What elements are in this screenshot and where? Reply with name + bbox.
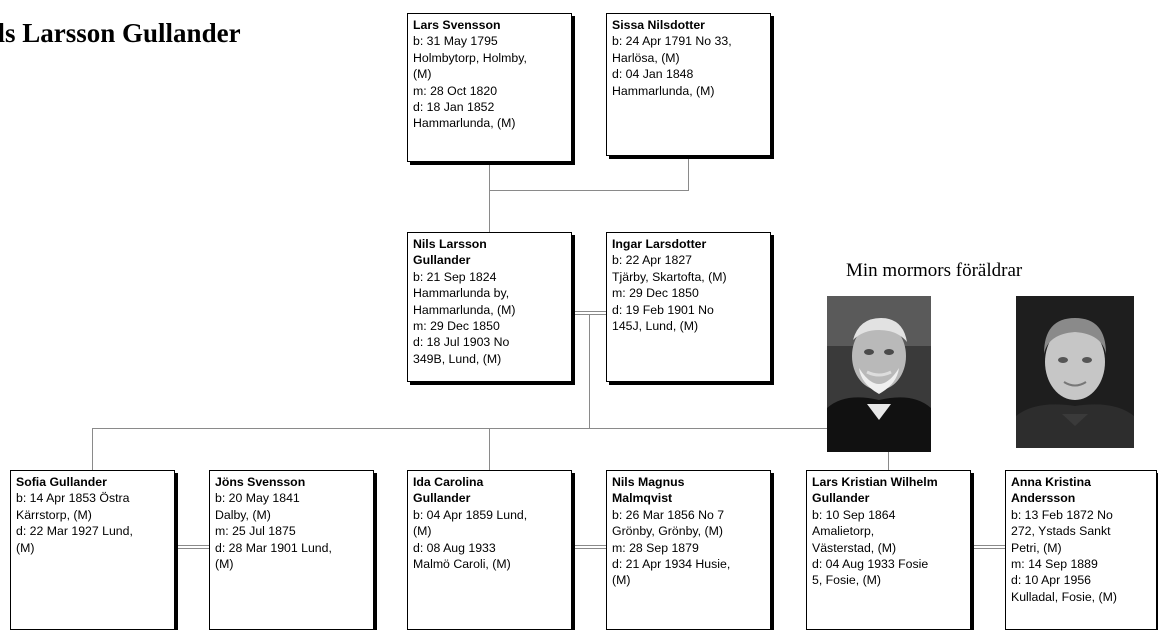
person-name: Sissa Nilsdotter: [612, 18, 705, 32]
person-name: Nils Larsson: [413, 237, 487, 251]
person-detail-line: Kulladal, Fosie, (M): [1011, 589, 1117, 604]
person-detail-line: d: 18 Jul 1903 No: [413, 335, 510, 350]
person-detail-line: Hammarlunda, (M): [612, 83, 715, 98]
photo-caption: Min mormors föräldrar: [846, 260, 1023, 281]
person-name: Nils Magnus: [612, 475, 685, 489]
person-name: Malmqvist: [612, 491, 673, 506]
connector-line: [589, 314, 590, 428]
person-detail-line: m: 28 Oct 1820: [413, 83, 498, 98]
person-detail-line: (M): [612, 573, 631, 588]
connector-line: [92, 428, 889, 429]
person-detail-line: Petri, (M): [1011, 540, 1062, 555]
person-detail-line: b: 13 Feb 1872 No: [1011, 507, 1113, 522]
person-detail-line: Hammarlunda by,: [413, 286, 510, 301]
person-detail-line: d: 04 Aug 1933 Fosie: [812, 557, 929, 572]
person-detail-line: Kärrstorp, (M): [16, 507, 92, 522]
marriage-double-line: [970, 545, 1006, 546]
connector-line: [92, 428, 93, 470]
person-name: Ida Carolina: [413, 475, 484, 489]
person-detail-line: d: 08 Aug 1933: [413, 540, 496, 555]
person-detail-line: d: 10 Apr 1956: [1011, 573, 1091, 588]
connector-line: [489, 162, 490, 190]
person-detail-line: (M): [215, 557, 234, 572]
person-name: Ingar Larsdotter: [612, 237, 707, 251]
person-detail-line: d: 19 Feb 1901 No: [612, 302, 714, 317]
person-detail-line: d: 18 Jan 1852: [413, 100, 495, 115]
person-detail-line: b: 14 Apr 1853 Östra: [16, 491, 130, 506]
person-detail-line: (M): [16, 540, 35, 555]
person-detail-line: m: 25 Jul 1875: [215, 524, 296, 539]
person-name: Gullander: [413, 253, 471, 268]
person-name: Lars Svensson: [413, 18, 501, 32]
marriage-double-line: [970, 548, 1006, 549]
connector-line: [489, 190, 490, 232]
person-detail-line: Hammarlunda, (M): [413, 116, 516, 131]
marriage-double-line: [571, 548, 607, 549]
person-detail-line: d: 22 Mar 1927 Lund,: [16, 524, 133, 539]
connector-line: [489, 428, 490, 470]
person-detail-line: b: 26 Mar 1856 No 7: [612, 507, 725, 522]
person-detail-line: b: 04 Apr 1859 Lund,: [413, 507, 528, 522]
person-detail-line: b: 22 Apr 1827: [612, 253, 692, 268]
person-name: Gullander: [812, 491, 870, 506]
person-detail-line: m: 29 Dec 1850: [413, 319, 500, 334]
person-detail-line: m: 28 Sep 1879: [612, 540, 699, 555]
marriage-double-line: [174, 545, 210, 546]
marriage-double-line: [174, 548, 210, 549]
person-detail-line: b: 20 May 1841: [215, 491, 300, 506]
person-detail-line: m: 29 Dec 1850: [612, 286, 699, 301]
person-detail-line: 145J, Lund, (M): [612, 319, 699, 334]
person-name: Sofia Gullander: [16, 475, 107, 489]
person-name: Andersson: [1011, 491, 1076, 506]
person-detail-line: (M): [413, 524, 432, 539]
connector-line: [688, 156, 689, 190]
person-detail-line: Tjärby, Skartofta, (M): [612, 269, 727, 284]
person-detail-line: d: 21 Apr 1934 Husie,: [612, 557, 731, 572]
person-detail-line: Malmö Caroli, (M): [413, 557, 511, 572]
person-name: Jöns Svensson: [215, 475, 306, 489]
person-box-sissa-nilsdotter: Sissa Nilsdotter b: 24 Apr 1791 No 33,Har…: [606, 13, 771, 156]
person-detail-line: Grönby, Grönby, (M): [612, 524, 723, 539]
person-detail-line: Holmbytorp, Holmby,: [413, 50, 527, 65]
person-detail-line: b: 10 Sep 1864: [812, 507, 896, 522]
page-title: ils Larsson Gullander: [0, 18, 241, 48]
person-detail-line: Dalby, (M): [215, 507, 271, 522]
person-detail-line: Hammarlunda, (M): [413, 302, 516, 317]
person-detail-line: b: 31 May 1795: [413, 34, 498, 49]
marriage-double-line: [571, 311, 607, 312]
marriage-double-line: [571, 545, 607, 546]
person-detail-line: Amalietorp,: [812, 524, 875, 539]
person-detail-line: Västerstad, (M): [812, 540, 897, 555]
person-detail-line: d: 04 Jan 1848: [612, 67, 694, 82]
person-detail-line: d: 28 Mar 1901 Lund,: [215, 540, 332, 555]
person-detail-line: b: 24 Apr 1791 No 33,: [612, 34, 732, 49]
person-name: Gullander: [413, 491, 471, 506]
portrait-photo-man: [827, 296, 931, 452]
portrait-photo-woman: [1016, 296, 1134, 448]
person-name: Anna Kristina: [1011, 475, 1091, 489]
person-detail-line: (M): [413, 67, 432, 82]
person-detail-line: m: 14 Sep 1889: [1011, 557, 1098, 572]
person-detail-line: 349B, Lund, (M): [413, 351, 502, 366]
person-detail-line: Harlösa, (M): [612, 50, 680, 65]
connector-line: [489, 190, 689, 191]
person-detail-line: 5, Fosie, (M): [812, 573, 882, 588]
person-detail-line: 272, Ystads Sankt: [1011, 524, 1111, 539]
person-name: Lars Kristian Wilhelm: [812, 475, 938, 489]
person-detail-line: b: 21 Sep 1824: [413, 269, 497, 284]
